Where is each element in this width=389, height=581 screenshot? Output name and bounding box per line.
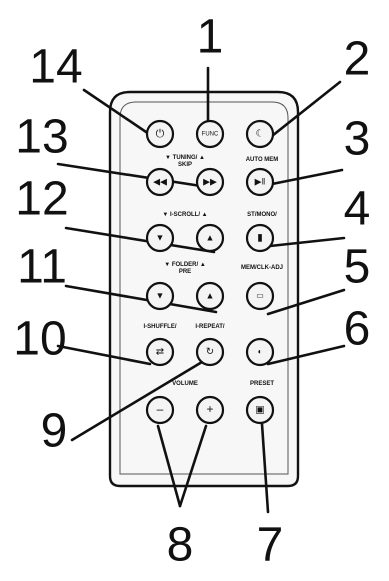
callout-3: 3 <box>344 113 371 166</box>
callout-4: 4 <box>344 183 371 236</box>
callout-leaders <box>56 66 346 514</box>
folder-label: ▼ FOLDER/ ▲ <box>164 262 206 268</box>
volume-down-button[interactable] <box>145 395 175 425</box>
folder-down-button[interactable] <box>145 281 175 311</box>
shuffle-icon: ⇄ <box>156 347 164 358</box>
power-icon: ⏻ <box>156 128 165 140</box>
preset-button[interactable] <box>245 395 275 425</box>
aux-button[interactable] <box>245 337 275 367</box>
scroll-up-button[interactable] <box>195 223 225 253</box>
callout-8: 8 <box>167 519 194 572</box>
shuffle-button[interactable] <box>145 337 175 367</box>
st-mono-icon: ▮ <box>257 233 263 244</box>
st-mono-button[interactable] <box>245 223 275 253</box>
func-button-label: FUNC <box>202 132 219 138</box>
pre-label: PRE <box>179 269 191 275</box>
scroll-up-icon: ▲ <box>206 232 215 242</box>
remote-body-inner-edge <box>119 101 289 475</box>
callout-5: 5 <box>344 241 371 294</box>
power-button[interactable] <box>145 119 175 149</box>
volume-up-icon: + <box>206 402 213 416</box>
callout-9: 9 <box>41 405 68 458</box>
callout-6: 6 <box>344 303 371 356</box>
preset-icon: ▣ <box>255 405 264 416</box>
scroll-down-icon: ▼ <box>156 232 165 242</box>
mem-button[interactable] <box>245 281 275 311</box>
scroll-label: ▼ I-SCROLL/ ▲ <box>162 212 207 218</box>
skip-forward-button[interactable] <box>195 167 225 197</box>
callout-7: 7 <box>257 519 284 572</box>
skip-back-icon: ◀◀ <box>153 176 167 186</box>
folder-up-icon: ▲ <box>206 290 215 300</box>
skip-back-button[interactable] <box>145 167 175 197</box>
callout-11: 11 <box>17 241 67 294</box>
callout-14: 14 <box>29 41 82 94</box>
callout-13: 13 <box>15 111 68 164</box>
callout-12: 12 <box>15 173 68 226</box>
volume-up-button[interactable] <box>195 395 225 425</box>
volume-down-icon: – <box>157 402 164 416</box>
callout-1: 1 <box>197 11 224 64</box>
volume-label: VOLUME <box>172 381 198 387</box>
tuning-skip-label: ▼ TUNING/ ▲ <box>165 155 205 161</box>
shuffle-label: I-SHUFFLE/ <box>144 324 177 330</box>
callout-2: 2 <box>344 33 371 86</box>
sleep-icon: ☾ <box>256 129 265 140</box>
preset-label: PRESET <box>250 381 274 387</box>
auto-mem-label: AUTO MEM <box>246 157 279 163</box>
mem-clk-adj-label: MEM/CLK-ADJ <box>241 265 283 271</box>
scroll-down-button[interactable] <box>145 223 175 253</box>
repeat-icon: ↻ <box>206 347 214 358</box>
play-pause-icon: ▶‖ <box>255 176 266 186</box>
play-pause-button[interactable] <box>245 167 275 197</box>
sleep-button[interactable] <box>245 119 275 149</box>
folder-up-button[interactable] <box>195 281 225 311</box>
repeat-label: I-REPEAT/ <box>195 324 225 330</box>
folder-down-icon: ▼ <box>156 290 165 300</box>
skip-forward-icon: ▶▶ <box>203 176 217 186</box>
skip-label: SKIP <box>178 162 192 168</box>
mem-icon: ▭ <box>256 291 264 300</box>
repeat-button[interactable] <box>195 337 225 367</box>
callout-10: 10 <box>13 313 66 366</box>
func-button[interactable] <box>195 119 225 149</box>
aux-icon: ◐ <box>258 347 263 356</box>
st-mono-label: ST/MONO/ <box>247 212 277 218</box>
